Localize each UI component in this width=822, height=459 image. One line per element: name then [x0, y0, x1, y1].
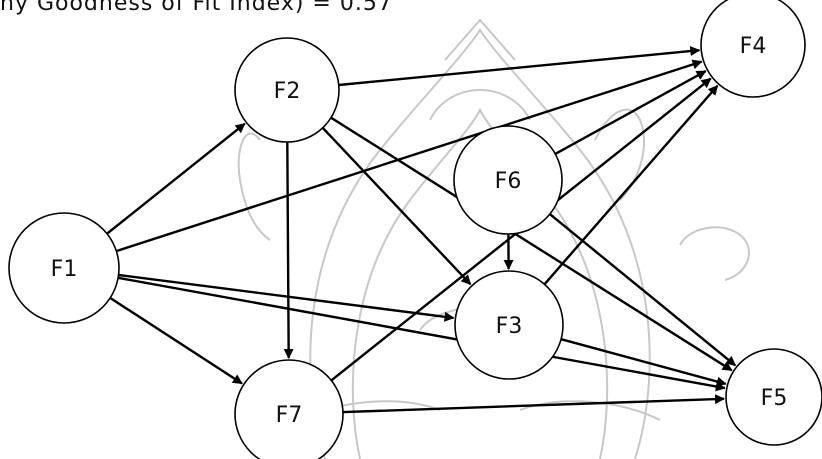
- node-f7: F7: [234, 359, 344, 459]
- edge-f6-to-f5: [549, 213, 737, 367]
- fit-index-caption: ny Goodness of Fit Index) = 0.57: [0, 0, 393, 16]
- edge-f1-to-f4: [115, 59, 703, 253]
- watermark-emblem: [237, 18, 750, 459]
- node-circle-f7: [234, 359, 344, 459]
- edge-f6-to-f4: [554, 70, 707, 155]
- node-circle-f1: [8, 212, 120, 324]
- node-f2: F2: [234, 37, 340, 143]
- node-label-f5: F5: [761, 386, 788, 411]
- edge-f3-to-f5: [560, 338, 727, 387]
- node-f6: F6: [453, 125, 563, 235]
- node-label-f1: F1: [51, 257, 78, 282]
- node-f3: F3: [454, 270, 564, 380]
- node-circle-f3: [454, 270, 564, 380]
- node-f5: F5: [725, 348, 822, 446]
- edge-f1-to-f2: [106, 122, 246, 235]
- edge-f1-to-f5: [117, 276, 726, 392]
- edge-f2-to-f3: [321, 126, 472, 286]
- node-label-f7: F7: [276, 403, 303, 428]
- node-circle-f6: [453, 125, 563, 235]
- node-label-f3: F3: [496, 314, 523, 339]
- edge-f7-to-f5: [342, 394, 725, 414]
- edge-f1-to-f3: [118, 273, 455, 322]
- node-circle-f5: [725, 348, 822, 446]
- edge-f2-to-f7: [283, 141, 294, 359]
- node-label-f4: F4: [740, 34, 767, 59]
- node-label-f6: F6: [495, 169, 522, 194]
- node-circle-f2: [234, 37, 340, 143]
- edges-layer: [106, 46, 737, 414]
- edge-f1-to-f7: [109, 296, 243, 385]
- node-f1: F1: [8, 212, 120, 324]
- node-label-f2: F2: [274, 79, 301, 104]
- edge-f2-to-f5: [330, 116, 733, 372]
- node-circle-f4: [700, 0, 806, 98]
- edge-f3-to-f4: [543, 84, 719, 286]
- node-f4: F4: [700, 0, 806, 98]
- edge-f2-to-f4: [338, 46, 701, 87]
